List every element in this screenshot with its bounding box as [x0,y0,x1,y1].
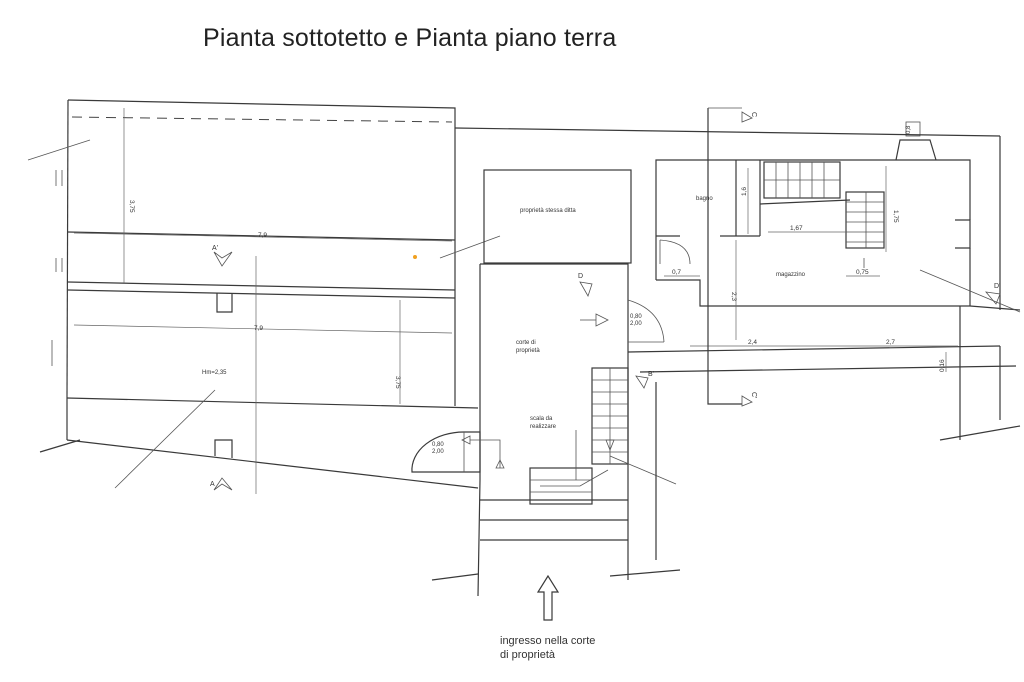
dimension-0-75: 0,75 [856,269,869,276]
room-label-scala: scala da [530,416,553,422]
section-c-label: C [750,112,757,117]
dimension-0-16: 0,16 [939,359,946,372]
room-label-magazzino: magazzino [776,272,806,278]
dimension-7-9-top: 7,9 [258,232,267,239]
door-dimension-scala-height: 2,00 [432,449,444,455]
stair-exterior [591,367,629,465]
entrance-caption-line1: ingresso nella corte [500,635,596,647]
dimension-3-75-mid: 3,75 [394,376,401,389]
dimension-1-67: 1,67 [790,225,803,232]
section-c-prime-label: C' [750,392,757,398]
dimension-1-75: 1,75 [892,210,899,223]
left-building [27,99,501,494]
room-label-bagno: bagno [696,196,713,202]
right-building [454,121,1021,577]
room-label-realizzare: realizzare [530,424,557,430]
dimension-1-6: 1,6 [741,187,748,196]
dimension-3-75-left: 3,75 [128,200,135,213]
room-label-proprieta: proprietà [516,348,540,354]
room-label-height: Hm=2,35 [202,370,227,376]
dimension-7-9-bottom: 7,9 [254,325,263,332]
dimension-0-7: 0,7 [672,269,681,276]
room-label-corte: corte di [516,340,536,346]
entrance-caption-line2: di proprietà [500,649,556,661]
door-dimension-scala-width: 0,80 [432,442,444,448]
section-b-prime-label: B' [648,371,654,378]
page-title: Pianta sottotetto e Pianta piano terra [203,24,617,52]
door-dimension-corte-height: 2,00 [630,321,642,327]
dimension-2-3: 2,3 [730,292,737,301]
dimension-2-4: 2,4 [748,339,757,346]
entrance-caption: ingresso nella corte di proprietà [500,634,595,662]
section-markers [213,107,1001,491]
section-d-label: D [578,273,583,280]
section-d-prime-label: D' [994,283,1000,290]
dimension-2-7: 2,7 [886,339,895,346]
courtyard [411,169,677,597]
door-dimension-corte-width: 0,80 [630,314,642,320]
section-a-prime-label: A' [212,245,218,252]
chimney-dimension: 0,8 [906,125,912,134]
room-label-proprieta-stessa-ditta: proprietà stessa ditta [520,208,576,214]
entrance-arrow-icon [536,574,560,621]
section-a-label: A [210,481,215,488]
stair-interior [763,161,885,249]
